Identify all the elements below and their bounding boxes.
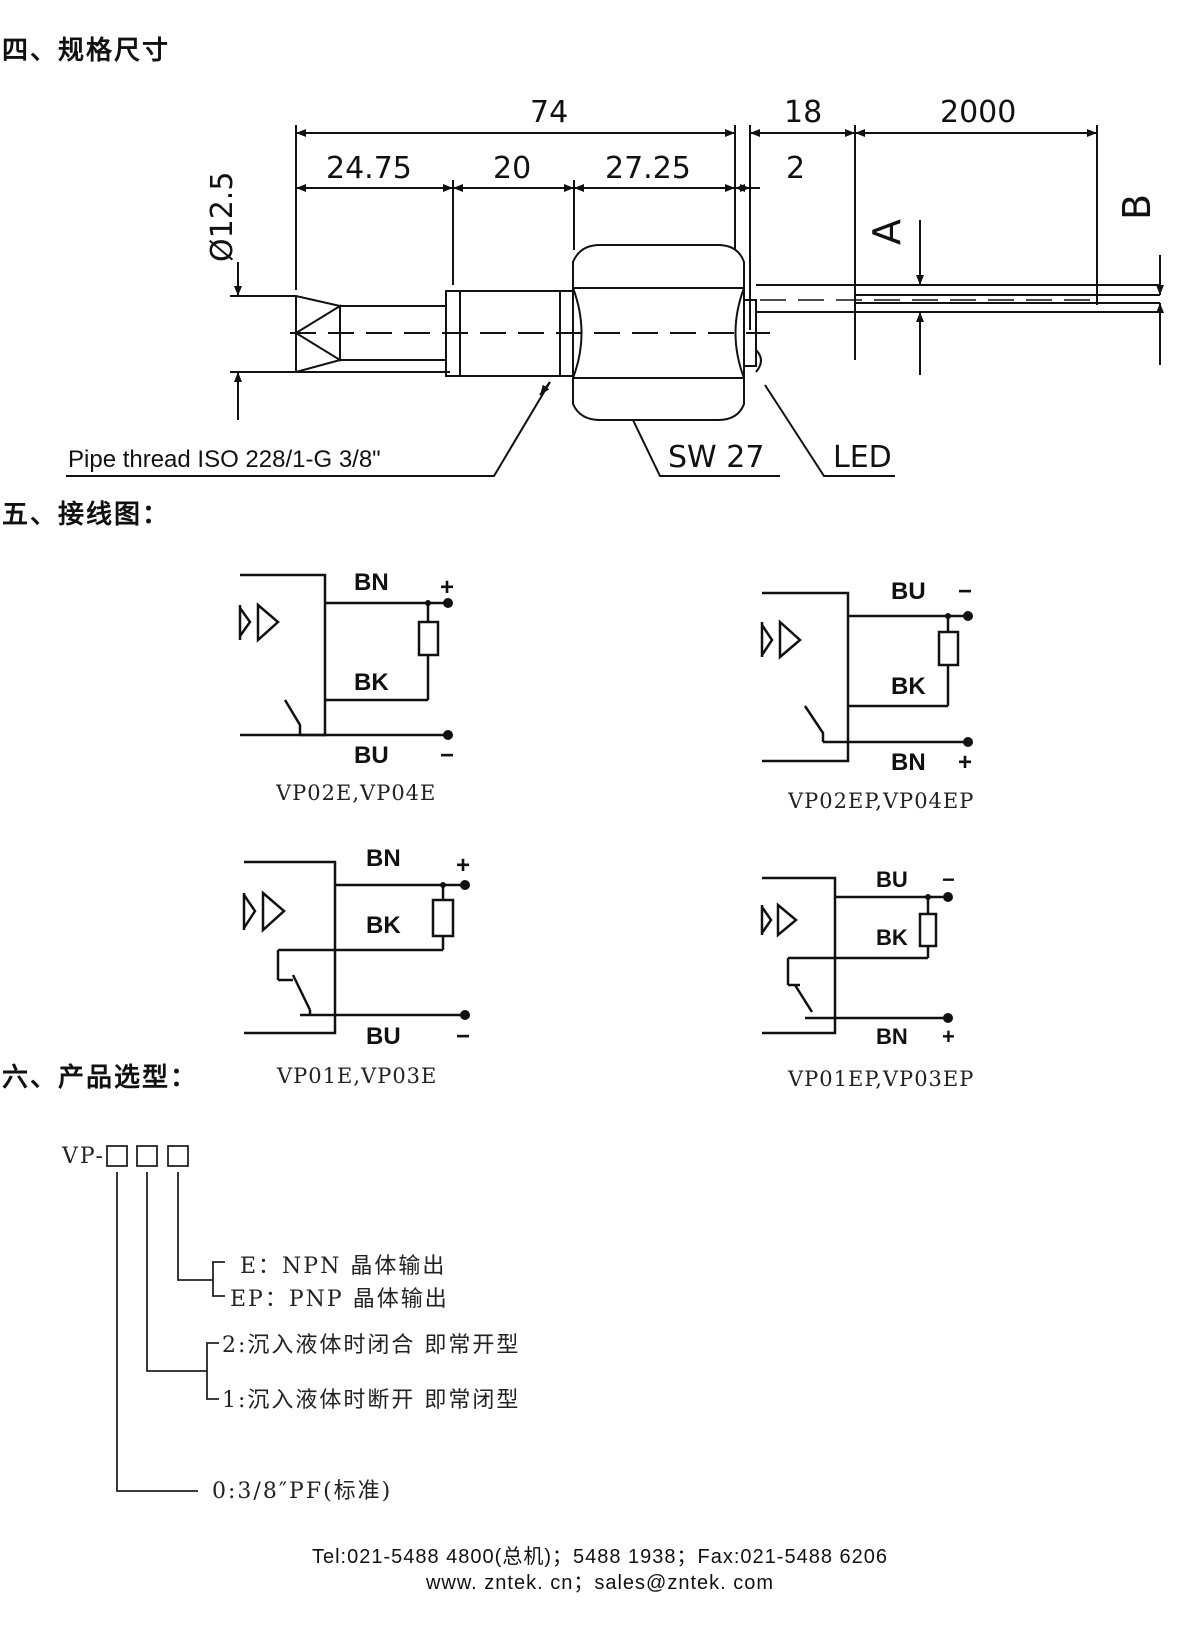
wiring-diagram-2: BU BK BN − + VP02EP,VP04EP [760, 578, 974, 813]
pipe-thread-label: Pipe thread ISO 228/1-G 3/8" [68, 446, 381, 473]
d2-mid-label: BK [891, 673, 926, 700]
selection-code-tree: VP- E：NPN 晶体输出 EP：PNP 晶体输出 2:沉入液体时闭合 即常开… [61, 1144, 520, 1504]
d1-bot-label: BU [354, 742, 389, 769]
footer-contact: Tel:021-5488 4800(总机)；5488 1938；Fax:021-… [311, 1546, 889, 1568]
d2-top-label: BU [891, 578, 926, 605]
dim-overall: 74 [530, 95, 568, 130]
footer-web: www. zntek. cn；sales@zntek. com [425, 1572, 775, 1594]
option-e-npn: E：NPN 晶体输出 [240, 1254, 446, 1279]
d1-top-sign: + [440, 574, 454, 601]
option-1: 1:沉入液体时断开 即常闭型 [222, 1388, 520, 1413]
d1-mid-label: BK [354, 669, 389, 696]
d3-mid-label: BK [366, 912, 401, 939]
d3-top-sign: + [456, 852, 470, 879]
d2-bot-label: BN [891, 749, 926, 776]
dim-cable-length: 2000 [940, 95, 1016, 130]
dim-seg2: 20 [493, 151, 531, 186]
d1-bot-sign: − [440, 742, 454, 769]
wiring-diagram-1: BN BK BU + − VP02E,VP04E [238, 569, 454, 805]
d1-caption: VP02E,VP04E [275, 781, 436, 805]
option-ep-pnp: EP：PNP 晶体输出 [230, 1287, 449, 1312]
wiring-diagram-4: BU BK BN − + VP01EP,VP03EP [760, 867, 974, 1091]
label-b: B [1115, 194, 1159, 220]
d3-caption: VP01E,VP03E [276, 1064, 437, 1088]
d4-caption: VP01EP,VP03EP [787, 1067, 974, 1091]
label-a: A [865, 219, 909, 245]
dimension-labels: 74 18 2000 24.75 20 27.25 2 Ø12.5 A B Pi… [68, 95, 1159, 475]
selection-code: VP- [61, 1144, 105, 1169]
d3-top-label: BN [366, 845, 401, 872]
d3-bot-label: BU [366, 1023, 401, 1050]
led-label: LED [833, 440, 892, 475]
d4-top-sign: − [942, 867, 955, 892]
d3-bot-sign: − [456, 1023, 470, 1050]
d2-caption: VP02EP,VP04EP [787, 789, 974, 813]
code-box-1 [106, 1145, 128, 1167]
dimension-drawing [66, 125, 1164, 477]
d2-top-sign: − [958, 578, 972, 605]
d1-top-label: BN [354, 569, 389, 596]
wiring-diagram-3: BN BK BU + − VP01E,VP03E [242, 845, 470, 1088]
code-box-2 [136, 1145, 158, 1167]
code-box-3 [167, 1145, 189, 1167]
d4-bot-sign: + [942, 1024, 955, 1049]
dim-seg1: 24.75 [326, 151, 412, 186]
option-2: 2:沉入液体时闭合 即常开型 [222, 1333, 520, 1358]
section-title-wiring: 五、接线图： [2, 500, 171, 530]
option-0: 0:3/8″PF(标准) [212, 1479, 392, 1504]
section-title-selection: 六、产品选型： [2, 1063, 199, 1093]
dim-diameter: Ø12.5 [205, 172, 240, 262]
d4-bot-label: BN [876, 1024, 908, 1049]
sw-label: SW 27 [668, 440, 764, 475]
d2-bot-sign: + [958, 749, 972, 776]
d4-top-label: BU [876, 867, 908, 892]
d4-mid-label: BK [876, 925, 908, 950]
dim-seg3: 27.25 [605, 151, 691, 186]
section-title-dimensions: 四、规格尺寸 [2, 36, 171, 66]
dim-cable-head: 18 [784, 95, 822, 130]
dim-seg4: 2 [786, 151, 805, 186]
